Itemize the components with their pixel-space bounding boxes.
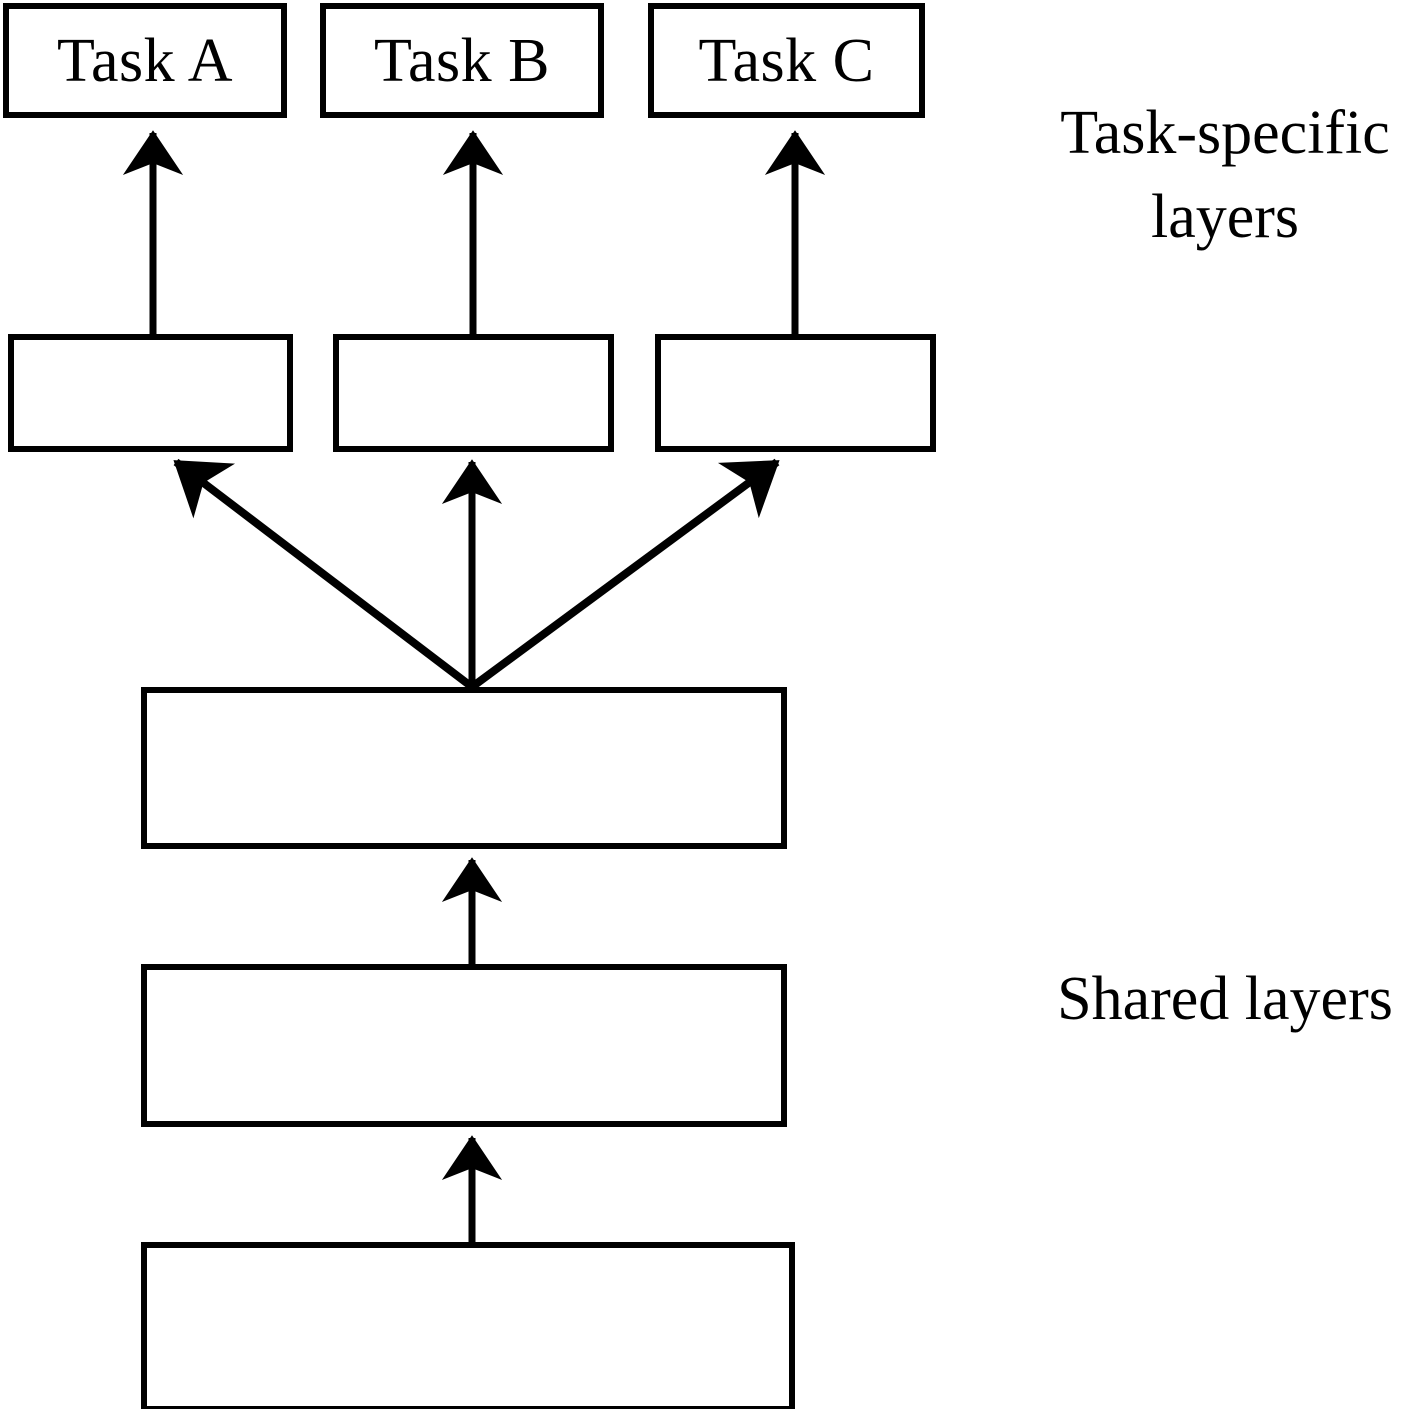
task-box-c-label: Task C xyxy=(698,26,875,95)
arrow-fanout-left xyxy=(173,458,475,691)
shared-group-label: Shared layers xyxy=(1057,965,1393,1033)
task-box-a-label: Task A xyxy=(56,26,234,95)
task-specific-layer-box-c[interactable] xyxy=(655,334,936,452)
task-box-a[interactable]: Task A xyxy=(3,3,287,118)
task-box-c[interactable]: Task C xyxy=(648,3,925,118)
shared-layer-box-top[interactable] xyxy=(141,687,787,849)
shared-layer-box-middle[interactable] xyxy=(141,964,787,1127)
task-specific-group-label: Task-specific layers xyxy=(1060,99,1390,251)
task-specific-layer-box-a[interactable] xyxy=(8,334,293,452)
arrow-fanout-right xyxy=(469,458,780,691)
task-box-b-label: Task B xyxy=(373,26,551,95)
task-specific-layer-box-b[interactable] xyxy=(333,334,614,452)
shared-layer-box-bottom[interactable] xyxy=(141,1242,795,1409)
task-box-b[interactable]: Task B xyxy=(320,3,604,118)
